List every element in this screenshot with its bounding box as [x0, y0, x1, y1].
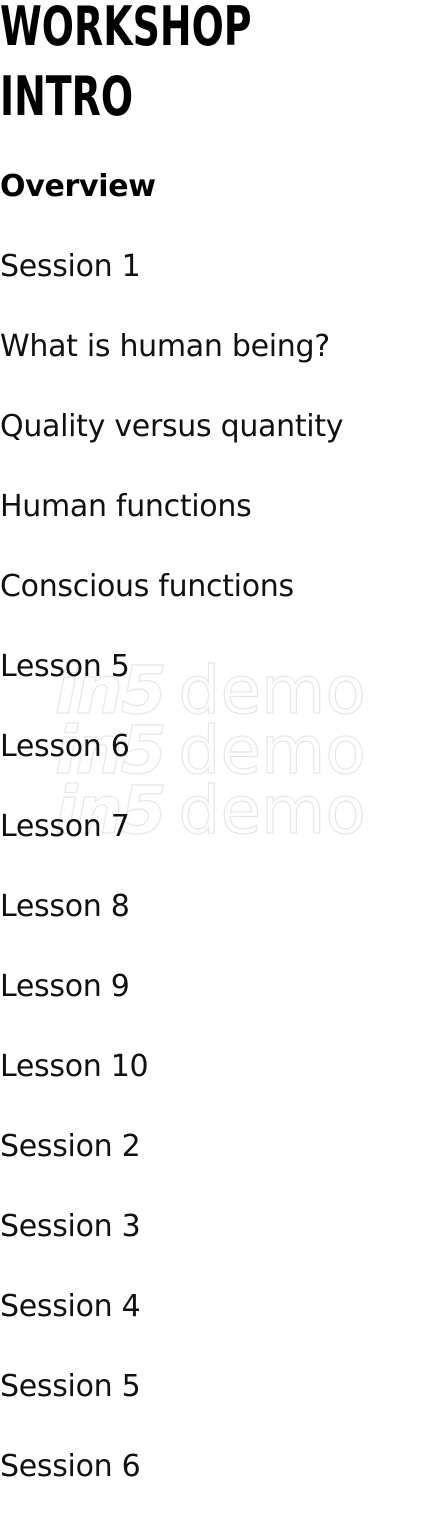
- nav-link-session-4[interactable]: Session 4: [0, 1289, 141, 1324]
- nav-item-quality-versus-quantity: Quality versus quantity: [0, 405, 344, 485]
- nav-link-overview[interactable]: Overview: [0, 169, 156, 204]
- nav-link-human-functions[interactable]: Human functions: [0, 489, 252, 524]
- nav-link-quality-versus-quantity[interactable]: Quality versus quantity: [0, 409, 344, 444]
- nav-link-lesson-8[interactable]: Lesson 8: [0, 889, 130, 924]
- nav-link-lesson-9[interactable]: Lesson 9: [0, 969, 130, 1004]
- nav-item-lesson-6: Lesson 6: [0, 725, 343, 805]
- nav-link-session-5[interactable]: Session 5: [0, 1369, 141, 1404]
- nav-item-session-5: Session 5: [0, 1365, 343, 1445]
- nav-item-human-functions: Human functions: [0, 485, 343, 565]
- nav-link-lesson-5[interactable]: Lesson 5: [0, 649, 130, 684]
- nav-item-lesson-10: Lesson 10: [0, 1045, 343, 1125]
- nav-item-session-3: Session 3: [0, 1205, 343, 1285]
- nav-item-lesson-8: Lesson 8: [0, 885, 343, 965]
- nav-link-conscious-functions[interactable]: Conscious functions: [0, 569, 294, 604]
- nav-item-session-4: Session 4: [0, 1285, 343, 1365]
- nav-link-session-6[interactable]: Session 6: [0, 1449, 141, 1484]
- title-line-1: WORKSHOP: [0, 0, 252, 58]
- nav-item-what-is-human-being: What is human being?: [0, 325, 343, 405]
- nav-item-overview: Overview: [0, 165, 343, 245]
- nav-item-session-2: Session 2: [0, 1125, 343, 1205]
- page-title: WORKSHOP INTRO: [0, 0, 252, 132]
- nav-item-session-6: Session 6: [0, 1445, 343, 1525]
- nav-item-conscious-functions: Conscious functions: [0, 565, 343, 645]
- nav-item-lesson-5: Lesson 5: [0, 645, 343, 725]
- nav-link-lesson-10[interactable]: Lesson 10: [0, 1049, 149, 1084]
- nav-item-lesson-7: Lesson 7: [0, 805, 343, 885]
- nav-item-session-1: Session 1: [0, 245, 343, 325]
- nav-link-session-2[interactable]: Session 2: [0, 1129, 141, 1164]
- nav-link-session-3[interactable]: Session 3: [0, 1209, 141, 1244]
- workshop-navigation: Overview Session 1 What is human being? …: [0, 165, 344, 1525]
- title-line-2: INTRO: [0, 65, 134, 128]
- nav-link-session-1[interactable]: Session 1: [0, 249, 141, 284]
- nav-link-lesson-7[interactable]: Lesson 7: [0, 809, 130, 844]
- nav-link-what-is-human-being[interactable]: What is human being?: [0, 329, 330, 364]
- nav-item-lesson-9: Lesson 9: [0, 965, 343, 1045]
- nav-link-lesson-6[interactable]: Lesson 6: [0, 729, 130, 764]
